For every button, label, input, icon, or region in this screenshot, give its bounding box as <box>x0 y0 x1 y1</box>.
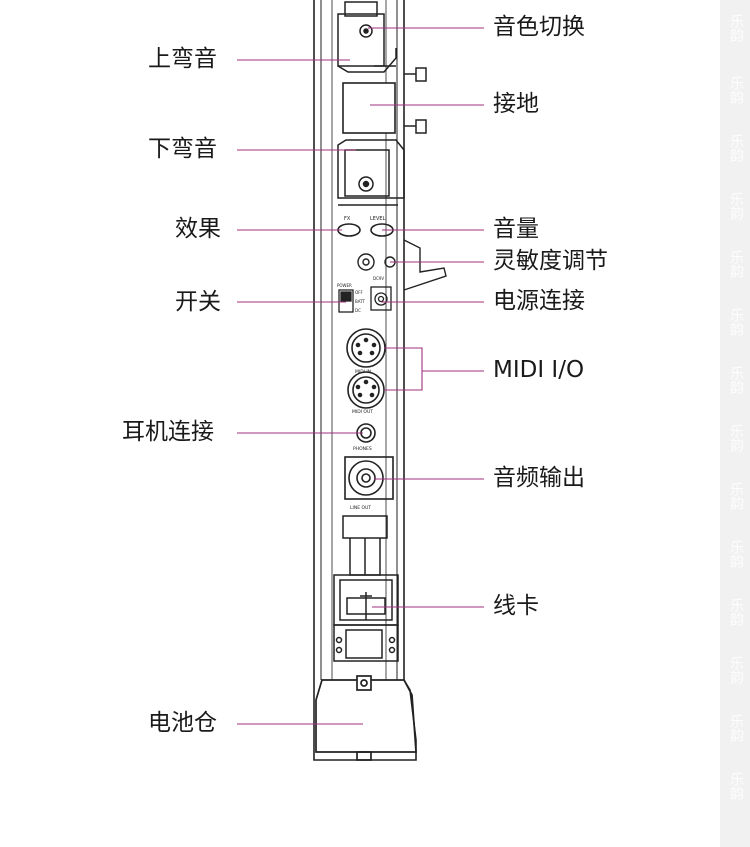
level-text: LEVEL <box>370 216 386 222</box>
leader-lines <box>237 27 484 725</box>
watermark-text: 乐韵 <box>728 424 744 452</box>
watermark-text: 乐韵 <box>728 540 744 568</box>
dc-text: DC <box>355 308 361 313</box>
battery-compartment <box>315 675 417 761</box>
label-audio-out: 音频输出 <box>493 465 585 491</box>
tone-switch-part <box>337 1 397 73</box>
watermark-text: 乐韵 <box>728 134 744 162</box>
watermark-text: 乐韵 <box>728 656 744 684</box>
label-midi-io: MIDI I/O <box>493 357 585 383</box>
watermark-text: 乐韵 <box>728 14 744 42</box>
phones-text: PHONES <box>353 446 372 452</box>
watermark-text: 乐韵 <box>728 250 744 278</box>
watermark-text: 乐韵 <box>728 598 744 626</box>
watermark-text: 乐韵 <box>728 366 744 394</box>
watermark-text: 乐韵 <box>728 308 744 336</box>
line-out-text: LINE OUT <box>350 505 371 511</box>
ground-plate <box>342 82 396 134</box>
side-tabs <box>404 67 427 134</box>
label-sensitivity: 灵敏度调节 <box>493 248 608 274</box>
label-line-clip: 线卡 <box>493 593 539 619</box>
label-ground: 接地 <box>493 91 539 117</box>
off-text: OFF <box>355 290 363 295</box>
watermark-strip: 乐韵 乐韵 乐韵 乐韵 乐韵 乐韵 乐韵 乐韵 乐韵 乐韵 乐韵 乐韵 乐韵 乐… <box>720 0 750 847</box>
midi-in-connector <box>346 328 386 368</box>
power-text: POWER <box>337 283 352 288</box>
watermark-text: 乐韵 <box>728 714 744 742</box>
label-switch: 开关 <box>175 289 221 315</box>
label-lower-bend: 下弯音 <box>148 136 217 162</box>
dc-spec-text: DC9V <box>373 276 384 281</box>
label-headphone: 耳机连接 <box>122 419 214 445</box>
line-out-jack <box>344 456 394 500</box>
midi-out-text: MIDI OUT <box>352 409 373 415</box>
power-part <box>338 286 392 313</box>
lower-bend-part <box>337 139 405 206</box>
label-effects: 效果 <box>175 216 221 242</box>
watermark-text: 乐韵 <box>728 192 744 220</box>
label-battery: 电池仓 <box>148 710 217 736</box>
label-power-connect: 电源连接 <box>493 288 585 314</box>
watermark-text: 乐韵 <box>728 76 744 104</box>
watermark-text: 乐韵 <box>728 482 744 510</box>
watermark-text: 乐韵 <box>728 772 744 800</box>
fx-text: FX <box>344 216 351 222</box>
label-tone-switch: 音色切换 <box>493 14 585 40</box>
label-volume: 音量 <box>493 216 539 242</box>
midi-out-connector <box>347 371 385 409</box>
batt-text: BATT <box>355 299 366 304</box>
label-upper-bend: 上弯音 <box>148 46 217 72</box>
line-clip-part <box>333 515 399 662</box>
sensitivity-part <box>357 239 447 291</box>
